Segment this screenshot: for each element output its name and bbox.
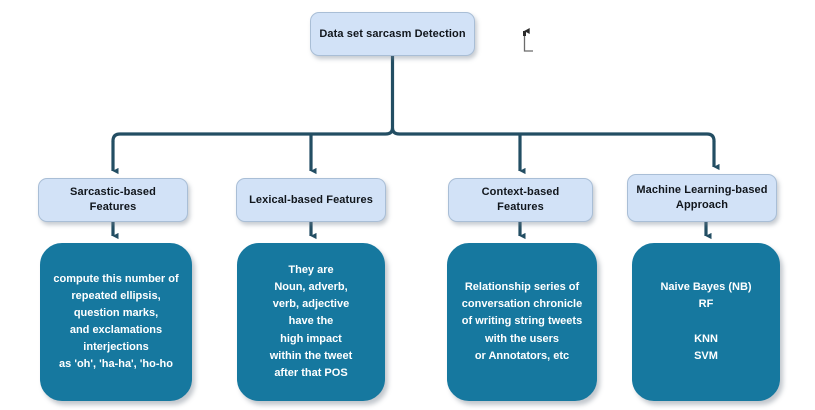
detail-node-text: Naive Bayes (NB) RF KNN SVM — [660, 281, 752, 362]
root-node-label: Data set sarcasm Detection — [319, 27, 466, 40]
detail-node-sarcastic-based-features[interactable]: compute this number of repeated ellipsis… — [40, 243, 192, 401]
category-node-machine-learning-based-approach[interactable]: Machine Learning-based Approach — [627, 174, 777, 222]
category-node-sarcastic-based-features[interactable]: Sarcastic-based Features — [38, 178, 188, 222]
category-node-context-based-features[interactable]: Context-based Features — [448, 178, 593, 222]
category-node-label: Sarcastic-based Features — [70, 186, 156, 213]
connector-bus — [111, 127, 716, 143]
up-arrow-marker-icon — [523, 28, 533, 52]
category-node-label: Machine Learning-based Approach — [636, 184, 768, 211]
detail-node-text: Relationship series of conversation chro… — [461, 281, 583, 362]
root-node-dataset-sarcasm-detection[interactable]: Data set sarcasm Detection — [310, 12, 475, 56]
detail-node-text: They are Noun, adverb, verb, adjective h… — [269, 264, 353, 379]
category-node-label: Lexical-based Features — [249, 193, 373, 206]
detail-node-machine-learning-approach[interactable]: Naive Bayes (NB) RF KNN SVM — [632, 243, 780, 401]
category-node-lexical-based-features[interactable]: Lexical-based Features — [236, 178, 386, 222]
detail-node-text: compute this number of repeated ellipsis… — [53, 272, 179, 371]
category-node-label: Context-based Features — [481, 186, 560, 213]
detail-node-lexical-based-features[interactable]: They are Noun, adverb, verb, adjective h… — [237, 243, 385, 401]
detail-node-context-based-features[interactable]: Relationship series of conversation chro… — [447, 243, 597, 401]
